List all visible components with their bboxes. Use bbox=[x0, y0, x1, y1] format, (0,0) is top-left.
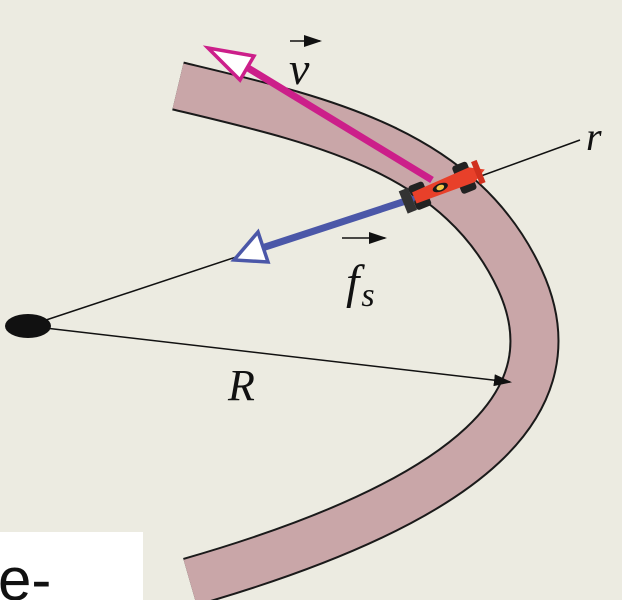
velocity-arrowhead bbox=[202, 45, 257, 83]
friction-symbol: fs bbox=[346, 256, 375, 314]
race-car-icon bbox=[398, 159, 486, 214]
center-point-icon bbox=[5, 314, 51, 338]
friction-subscript: s bbox=[361, 277, 374, 314]
partial-text: e- bbox=[0, 546, 52, 600]
velocity-symbol: v bbox=[289, 43, 310, 94]
radius-label: R bbox=[227, 361, 255, 410]
friction-label: fs bbox=[342, 232, 387, 314]
radial-axis-label: r bbox=[586, 114, 602, 159]
friction-arrowhead bbox=[230, 228, 271, 264]
partial-text-box: e- bbox=[0, 532, 143, 600]
track-surface bbox=[172, 63, 558, 600]
radius-arrow bbox=[27, 325, 512, 387]
friction-arrow-shaft bbox=[260, 193, 420, 252]
velocity-label: v bbox=[289, 35, 322, 94]
velocity-arrow-shaft bbox=[246, 65, 434, 183]
